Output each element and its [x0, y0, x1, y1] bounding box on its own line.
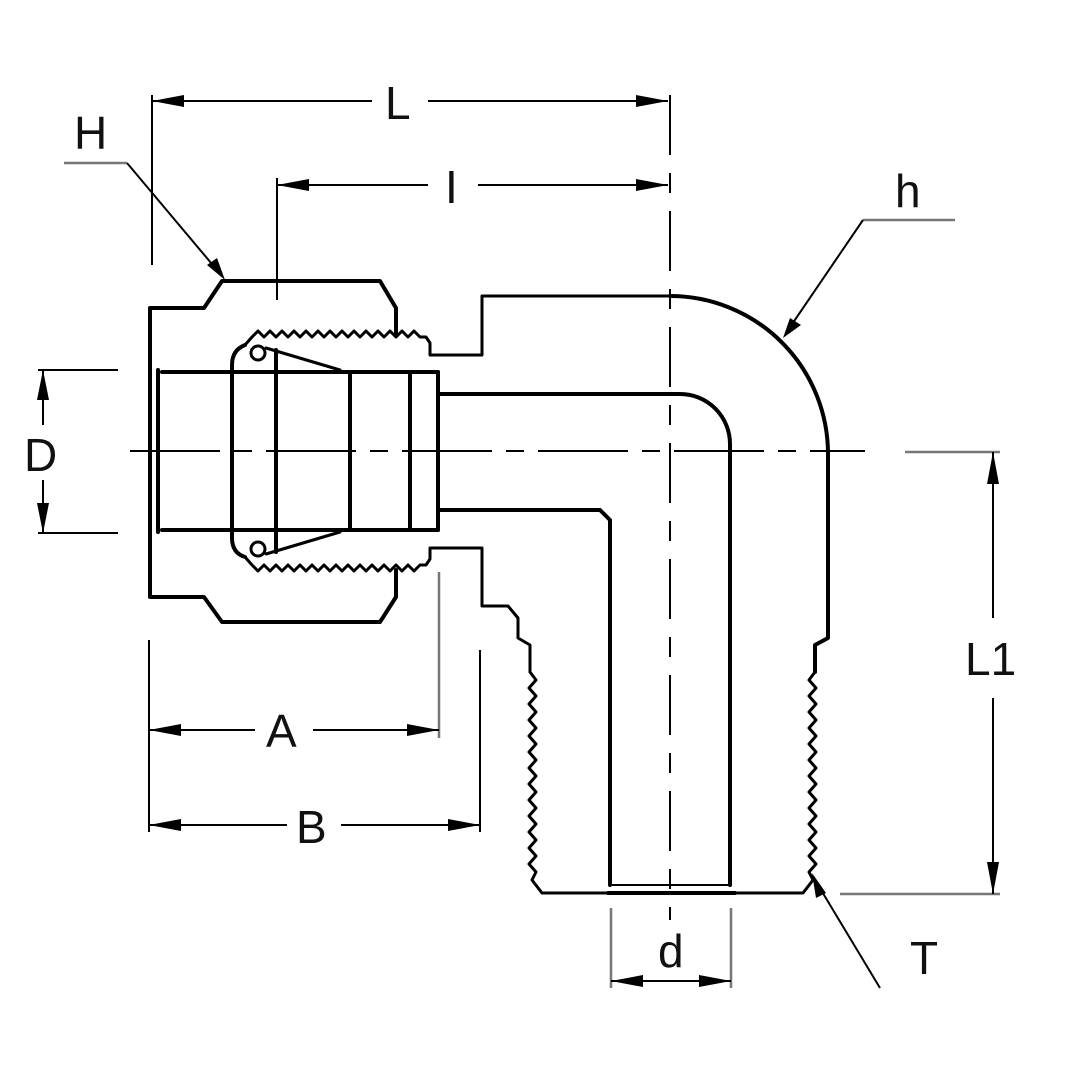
label-H: H [74, 107, 108, 159]
leader-T [812, 873, 881, 989]
nut-thread-top [243, 294, 672, 357]
label-L: L [385, 77, 411, 129]
label-I: I [445, 161, 458, 213]
male-thread-right [733, 670, 818, 895]
leader-h [783, 218, 955, 338]
front-ferrule-bottom [264, 530, 342, 556]
dimension-L1 [840, 450, 1000, 896]
label-T: T [910, 932, 939, 984]
dimension-I [276, 178, 668, 300]
back-ferrule [230, 343, 247, 559]
dimension-D [37, 369, 118, 534]
dimension-A [148, 572, 441, 832]
front-ferrule-top [264, 346, 342, 372]
leader-H [64, 161, 225, 280]
male-thread-left [527, 670, 610, 895]
elbow-bore [438, 392, 732, 887]
dimension-B [149, 650, 481, 832]
dimension-L [151, 95, 668, 265]
label-h: h [895, 165, 921, 217]
nut-thread-bottom [243, 546, 532, 674]
nut-outline-bottom [148, 448, 398, 624]
label-B: B [296, 801, 327, 853]
label-L1: L1 [965, 633, 1017, 685]
dimension-d [609, 908, 733, 988]
label-d: d [658, 925, 684, 977]
label-D: D [24, 429, 58, 481]
ferrule-ring-bottom [249, 540, 267, 558]
label-A: A [266, 705, 297, 757]
nut-outline-top [148, 279, 398, 560]
elbow-bore-inner [438, 508, 612, 887]
elbow-outer [668, 294, 830, 674]
ferrule-ring-top [249, 344, 267, 362]
